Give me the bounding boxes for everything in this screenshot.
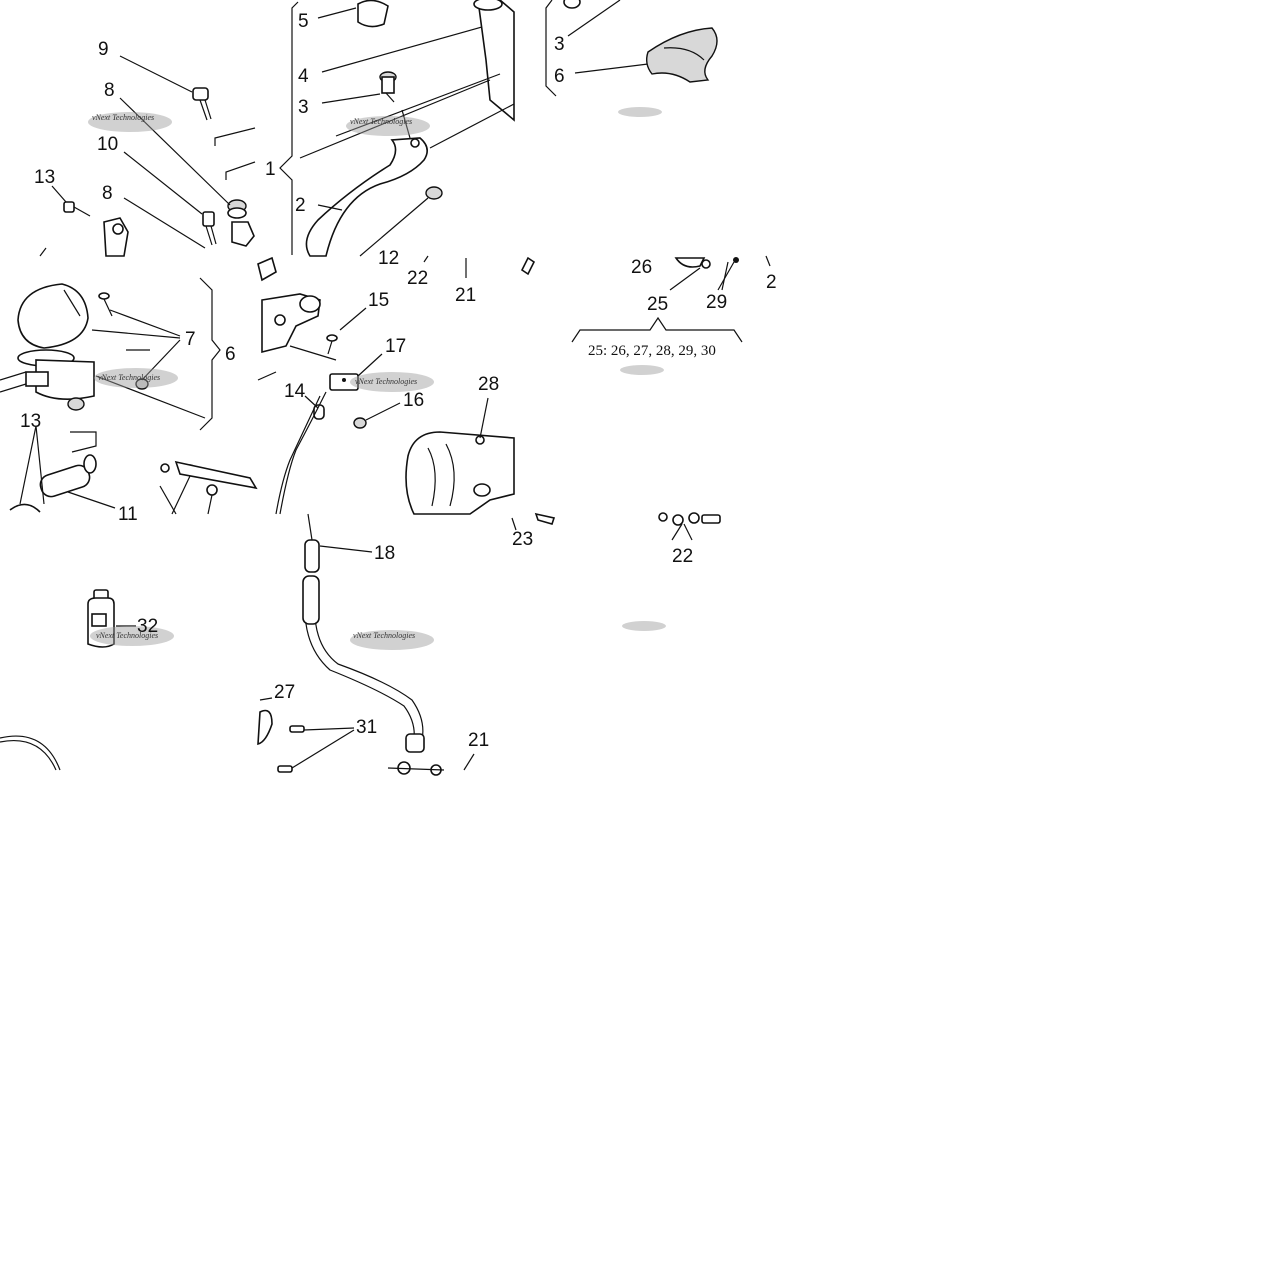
callout-13: 11 — [118, 504, 138, 525]
callout-1: 1 — [265, 159, 276, 180]
callout-22: 22 — [672, 546, 693, 567]
kit-brace — [571, 316, 743, 343]
callout-2-cut: 2 — [766, 272, 777, 293]
part-11-bolt — [192, 87, 212, 121]
part-2-lever — [305, 137, 428, 257]
watermark-text: vNext Technologies — [92, 113, 154, 122]
callout-15: 13 — [34, 167, 55, 188]
watermark-text: vNext Technologies — [98, 373, 160, 382]
part-5-cap — [357, 0, 389, 28]
watermark-stamps: vNext Technologies vNext Technologies vN… — [88, 107, 666, 650]
part-32-fluid-bottle — [87, 589, 115, 648]
tile-caliper — [257, 255, 536, 531]
watermark-text: vNext Technologies — [350, 117, 412, 126]
callout-10: 8 — [102, 183, 113, 204]
tile-gaps — [514, 0, 544, 255]
callout-19: 17 — [385, 336, 406, 357]
callout-2: 2 — [295, 195, 306, 216]
part-3-pin — [379, 71, 397, 103]
master-cylinder-body — [477, 0, 515, 122]
callout-14: 13 — [20, 411, 41, 432]
watermark-text: vNext Technologies — [353, 631, 415, 640]
part-nut — [425, 186, 443, 200]
reservoir-body — [35, 359, 95, 400]
callout-22-top: 22 — [407, 268, 428, 289]
part-17-screw — [326, 334, 338, 355]
callout-20: 18 — [374, 543, 395, 564]
callout-5: 5 — [298, 11, 309, 32]
tile-reservoir — [0, 277, 258, 515]
reservoir-cap — [17, 283, 89, 349]
tile-brake-fluid — [0, 589, 136, 771]
callout-4: 4 — [298, 66, 309, 87]
callout-17: 15 — [368, 290, 389, 311]
callout-27: 27 — [274, 682, 295, 703]
part-8-screw — [98, 292, 113, 317]
part-10-clamp — [103, 217, 129, 257]
callout-26: 26 — [631, 257, 652, 278]
part-22-fasteners — [658, 512, 721, 526]
callout-13-top: 12 — [378, 248, 399, 269]
callout-7: 6 — [225, 344, 236, 365]
part-19-switch — [329, 373, 359, 391]
callout-23: 23 — [512, 529, 533, 550]
watermark-text: vNext Technologies — [96, 631, 158, 640]
part-6-cover — [645, 27, 718, 83]
tile-small-parts — [39, 55, 256, 257]
callout-21-top: 21 — [455, 285, 476, 306]
hose-fitting — [160, 460, 258, 515]
callout-12: 10 — [97, 134, 118, 155]
callout-25: 25 — [647, 294, 668, 315]
callout-3-cover: 3 — [554, 34, 565, 55]
callout-9: 8 — [104, 80, 115, 101]
part-20-hose — [302, 513, 425, 753]
callout-28: 28 — [478, 374, 499, 395]
callout-labels: 9 8 10 13 8 5 4 3 1 2 3 6 7 6 13 11 12 2… — [20, 11, 777, 751]
tile-repair-kit — [534, 255, 771, 541]
brake-caliper — [405, 431, 515, 515]
callout-29: 29 — [706, 292, 727, 313]
callout-3: 3 — [298, 97, 309, 118]
part-31-bolts — [277, 725, 305, 773]
part-12-screw — [202, 211, 217, 246]
watermark-text: vNext Technologies — [355, 377, 417, 386]
callout-16: 14 — [284, 381, 306, 402]
callout-11: 9 — [98, 39, 109, 60]
callout-6: 6 — [554, 66, 565, 87]
callout-18: 16 — [403, 390, 424, 411]
part-9-washer — [227, 199, 247, 219]
callout-32: 32 — [137, 616, 158, 637]
part-13-hose — [39, 454, 97, 498]
callout-8: 7 — [185, 329, 196, 350]
callout-21: 21 — [468, 730, 489, 751]
part-15-screw — [63, 201, 91, 217]
tile-brake-hose — [257, 513, 475, 776]
kit-contents-caption: 25: 26, 27, 28, 29, 30 — [588, 343, 716, 359]
tile-cover — [545, 0, 718, 97]
callout-31: 31 — [356, 717, 377, 738]
tile-brake-lever — [279, 0, 515, 257]
